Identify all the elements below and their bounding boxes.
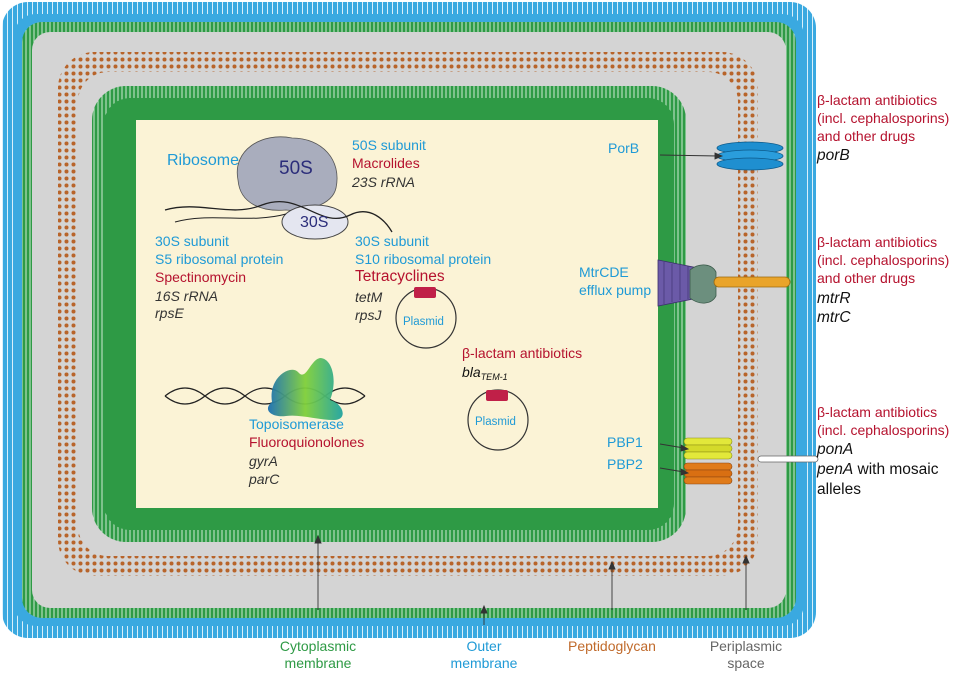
target-30s-s5-gene-2: rpsE: [155, 305, 184, 321]
layer-outer-line1: Outer: [466, 638, 502, 654]
beta-lactamase-gene-main: bla: [462, 364, 481, 380]
layer-label-peptidoglycan: Peptidoglycan: [557, 638, 667, 655]
layer-cytoplasmic-line1: Cytoplasmic: [279, 638, 357, 654]
dna-topoisomerase-graphic: [164, 358, 366, 420]
mtrcde-antibiotic-3: and other drugs: [817, 270, 916, 286]
ribosome-50s-label: 50S: [279, 158, 313, 179]
ribosome-30s-label: 30S: [300, 214, 329, 231]
topoisomerase-gene-1: gyrA: [249, 453, 278, 469]
target-30s-s10-heading-2: S10 ribosomal protein: [355, 251, 492, 267]
pointer-lines: [314, 152, 750, 625]
pbp-gene-penA-line2: alleles: [817, 481, 861, 498]
layer-peptidoglycan-line1: Peptidoglycan: [568, 638, 656, 654]
plasmid-2-label: Plasmid: [475, 416, 516, 428]
plasmid-2-graphic: [467, 389, 529, 451]
target-30s-s5-heading-1: 30S subunit: [155, 233, 229, 249]
target-30s-s5-gene-1: 16S rRNA: [155, 288, 219, 304]
pbp-gene-penA-rest: with mosaic: [853, 461, 939, 478]
beta-lactamase-gene-subscript: TEM-1: [480, 372, 508, 382]
pbp-gene-penA-name: penA: [817, 461, 854, 478]
topoisomerase-heading: Topoisomerase: [249, 416, 344, 432]
porb-antibiotic-3: and other drugs: [817, 128, 916, 144]
porb-graphic: [716, 141, 784, 171]
layer-outer-line2: membrane: [450, 655, 518, 671]
cytoplasm: [136, 120, 658, 508]
pbp1-label: PBP1: [607, 434, 643, 450]
mtrcde-antibiotic-1: β-lactam antibiotics: [817, 234, 938, 250]
layer-label-periplasmic-space: Periplasmic space: [701, 638, 791, 672]
target-50s-antibiotic: Macrolides: [352, 155, 420, 171]
target-30s-s5-antibiotic: Spectinomycin: [155, 269, 247, 285]
pbp2-label: PBP2: [607, 456, 643, 472]
ribosome-title: Ribosome: [167, 152, 240, 169]
pbp-gene-ponA: ponA: [817, 441, 854, 458]
plasmid-1-graphic: [395, 287, 457, 349]
beta-lactamase-gene: blaTEM-1: [462, 364, 508, 386]
target-30s-s10-antibiotic: Tetracyclines: [355, 268, 445, 285]
mtrcde-antibiotic-2: (incl. cephalosporins): [817, 252, 950, 268]
mtrcde-label-2: efflux pump: [579, 282, 652, 298]
mtrcde-gene-1: mtrR: [817, 290, 851, 307]
pbp-antibiotic-1: β-lactam antibiotics: [817, 404, 938, 420]
mtrcde-graphic: [657, 259, 791, 307]
porb-label: PorB: [608, 140, 640, 156]
plasmid-1-label: Plasmid: [403, 316, 444, 328]
pbp-gene-penA: penA with mosaic: [817, 461, 938, 478]
target-30s-s10-heading-1: 30S subunit: [355, 233, 429, 249]
target-30s-s10-gene-1: tetM: [355, 289, 383, 305]
porb-antibiotic-1: β-lactam antibiotics: [817, 92, 938, 108]
target-50s-heading: 50S subunit: [352, 137, 426, 153]
porb-gene: porB: [817, 147, 850, 164]
layer-periplasmic-line1: Periplasmic: [709, 638, 783, 654]
pbp-antibiotic-2: (incl. cephalosporins): [817, 422, 950, 438]
target-30s-s10-gene-2: rpsJ: [355, 307, 382, 323]
beta-lactamase-antibiotic: β-lactam antibiotics: [462, 345, 583, 361]
topoisomerase-antibiotic: Fluoroquionolones: [249, 434, 365, 450]
layer-periplasmic-line2: space: [727, 655, 765, 671]
mtrcde-gene-2: mtrC: [817, 309, 851, 326]
layer-label-cytoplasmic-membrane: Cytoplasmic membrane: [268, 638, 368, 672]
target-50s-gene: 23S rRNA: [352, 174, 416, 190]
pbp-graphic: [683, 437, 819, 485]
topoisomerase-gene-2: parC: [249, 471, 280, 487]
layer-cytoplasmic-line2: membrane: [284, 655, 352, 671]
layer-label-outer-membrane: Outer membrane: [434, 638, 534, 672]
ribosome-graphic: [164, 136, 393, 240]
mtrcde-label-1: MtrCDE: [579, 264, 629, 280]
target-30s-s5-heading-2: S5 ribosomal protein: [155, 251, 284, 267]
porb-antibiotic-2: (incl. cephalosporins): [817, 110, 950, 126]
